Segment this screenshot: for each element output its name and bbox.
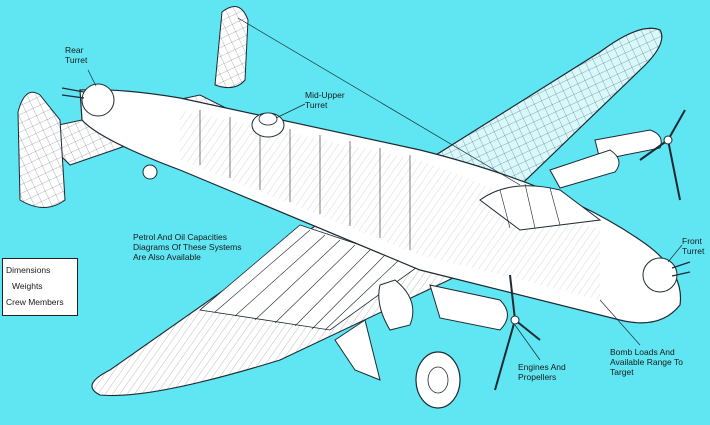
engines-propellers-label: Engines And Propellers: [518, 362, 566, 382]
front-turret-shape: [642, 257, 678, 293]
front-turret-label: Front Turret: [682, 236, 705, 256]
inner-port-engine: [429, 284, 508, 331]
bomb-loads-label: Bomb Loads And Available Range To Target: [610, 347, 683, 377]
rear-turret-label: Rear Turret: [65, 45, 88, 65]
mid-upper-turret-label: Mid-Upper Turret: [305, 90, 345, 110]
inner-starboard-engine: [549, 149, 620, 189]
weights-label: Weights: [12, 281, 43, 291]
petrol-oil-label: Petrol And Oil Capacities Diagrams Of Th…: [133, 232, 242, 262]
propellers: [494, 109, 686, 391]
crew-members-label: Crew Members: [6, 297, 64, 307]
tail-wheel: [142, 164, 158, 180]
main-wheel: [415, 351, 461, 409]
undercarriage-leg: [334, 319, 381, 381]
rear-turret-shape: [81, 83, 115, 117]
dimensions-label: Dimensions: [6, 265, 51, 275]
cockpit-canopy: [479, 185, 602, 231]
info-box: Dimensions Weights Crew Members: [2, 258, 78, 316]
outer-port-engine: [378, 279, 414, 331]
leader-lines: [87, 17, 683, 361]
